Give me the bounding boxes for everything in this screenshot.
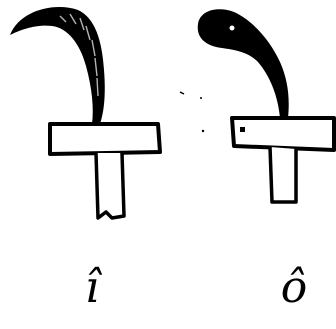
right-stem [270, 147, 296, 202]
stray-marks [180, 92, 204, 132]
right-crossbar-mark [240, 127, 245, 132]
left-stem [96, 153, 124, 218]
left-figure [10, 7, 160, 218]
label-i-circumflex: î [62, 266, 122, 310]
right-figure [198, 9, 334, 202]
right-hook [198, 9, 289, 118]
left-crossbar [50, 124, 160, 154]
left-hook [10, 7, 105, 124]
label-o-circumflex: ô [264, 266, 324, 310]
right-hook-highlight [230, 26, 235, 31]
right-crossbar [232, 118, 334, 150]
